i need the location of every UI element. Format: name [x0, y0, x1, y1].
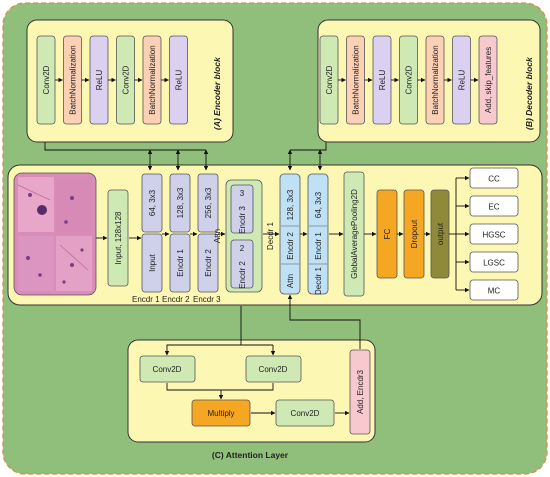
encoder-layer-2-label: ReLU	[95, 70, 104, 91]
encoder-block-title: (A) Encoder block	[212, 56, 222, 130]
decoder-layer-5-label: ReLU	[458, 70, 467, 91]
encoder-col-0-top-label: 64, 3x3	[148, 189, 157, 216]
encoder-layer-5-box	[169, 35, 188, 125]
class-cc-label: CC	[488, 175, 500, 184]
encoder-col-2-top-label: 256, 3x3	[204, 187, 213, 218]
attn-group-label: Attn	[213, 229, 222, 243]
caption-encdr2: Encdr 2	[162, 295, 190, 304]
attention-conv-right-label: Conv2D	[259, 365, 288, 374]
decoder-col-1-middle-label: Encdr 1	[314, 232, 323, 260]
pipeline-connectors	[96, 175, 470, 293]
attention-connectors	[164, 294, 361, 416]
attention-layer-title: (C) Attention Layer	[212, 450, 289, 460]
attention-conv-left-label: Conv2D	[153, 365, 182, 374]
encoder-layer-3-label: Conv2D	[122, 65, 131, 94]
encoder-block-layers: Conv2D BatchNormalization ReLU Conv2D BatchN…	[36, 35, 188, 125]
attention-layer-panel	[127, 339, 376, 443]
caption-encdr3: Encdr 3	[193, 295, 221, 304]
attention-add	[349, 349, 371, 435]
encoder-col-0-bottom	[141, 233, 163, 293]
encoder-col-2-bottom	[197, 233, 219, 293]
class-hgsc-box	[469, 223, 519, 245]
dropout-label: Dropout	[410, 219, 419, 248]
decoder-layer-0-label: Conv2D	[325, 65, 334, 94]
decoder-col-0-top-label: 128, 3x3	[286, 189, 295, 220]
attention-conv-left	[139, 355, 196, 383]
class-lgsc-label: LGSC	[483, 259, 505, 268]
attn-item-encdr3-num: 3	[240, 189, 245, 198]
output-label: output	[436, 222, 445, 245]
histology-image	[13, 172, 97, 296]
decoder-layer-2-label: ReLU	[378, 70, 387, 91]
encoder-block-links	[44, 142, 209, 171]
attn-item-encdr2	[230, 239, 254, 289]
class-mc-box	[469, 279, 519, 301]
encoder-layer-5-label: ReLU	[175, 70, 184, 91]
attention-add-label: Add, Encdr3	[356, 369, 365, 414]
decoder-col-1-bottom-label: Decdr 1	[314, 266, 323, 295]
pooling-label: GlobalAveragePooling2D	[350, 189, 359, 279]
class-mc-label: MC	[488, 287, 501, 296]
decoder-col-0-bottom-label: Attn	[286, 274, 295, 288]
decoder-layer-6-label: Add, skip_features	[484, 47, 493, 113]
class-hgsc-label: HGSC	[482, 231, 505, 240]
input-layer-box	[107, 189, 129, 287]
input-layer-label: Input, 128x128	[114, 211, 123, 264]
decoder-block-title: (B) Decoder block	[524, 56, 534, 130]
decoder-col-1-top-label: 64, 3x3	[314, 191, 323, 218]
attention-conv-bottom	[275, 399, 335, 427]
encoder-col-2-top	[197, 173, 219, 233]
class-cc-box	[469, 167, 519, 189]
attn-item-encdr3-label: Encdr 3	[238, 206, 247, 234]
decoder-layer-3-label: Conv2D	[405, 65, 414, 94]
attention-multiply	[191, 399, 251, 427]
caption-encdr1: Encdr 1	[132, 295, 160, 304]
encoder-col-1-bottom	[169, 233, 191, 293]
fc-label: FC	[383, 228, 392, 239]
encoder-col-2-bottom-label: Encdr 2	[204, 249, 213, 277]
decoder-1-label: Decdr 1	[266, 221, 275, 250]
class-ec-label: EC	[488, 203, 499, 212]
encoder-col-1-top	[169, 173, 191, 233]
decoder-block-layers: Conv2D BatchNormalization ReLU Conv2D BatchN…	[319, 35, 498, 125]
encoder-col-1-bottom-label: Encdr 1	[176, 249, 185, 277]
class-lgsc-box	[469, 251, 519, 273]
decoder-layer-4-label: BatchNormalization	[431, 45, 440, 114]
attention-conv-right	[245, 355, 302, 383]
attn-item-encdr2-num: 2	[240, 244, 245, 253]
attn-item-encdr3	[230, 184, 254, 234]
encoder-col-0-top	[141, 173, 163, 233]
decoder-col-0-middle-label: Encdr 2	[286, 232, 295, 260]
attention-conv-bottom-label: Conv2D	[291, 409, 320, 418]
encoder-layer-0-label: Conv2D	[42, 65, 51, 94]
encoder-col-1-top-label: 128, 3x3	[176, 187, 185, 218]
class-ec-box	[469, 195, 519, 217]
encoder-col-0-bottom-label: Input	[148, 253, 157, 272]
encoder-layer-4-label: BatchNormalization	[148, 45, 157, 114]
decoder-layer-6-box	[478, 35, 498, 125]
encoder-layer-1-label: BatchNormalization	[69, 45, 78, 114]
class-outputs: CC EC HGSC LGSC MC	[469, 167, 519, 301]
attn-item-encdr2-label: Encdr 2	[238, 261, 247, 289]
attention-multiply-label: Multiply	[207, 409, 234, 418]
decoder-layer-1-label: BatchNormalization	[352, 45, 361, 114]
decoder-block-links	[287, 142, 327, 171]
